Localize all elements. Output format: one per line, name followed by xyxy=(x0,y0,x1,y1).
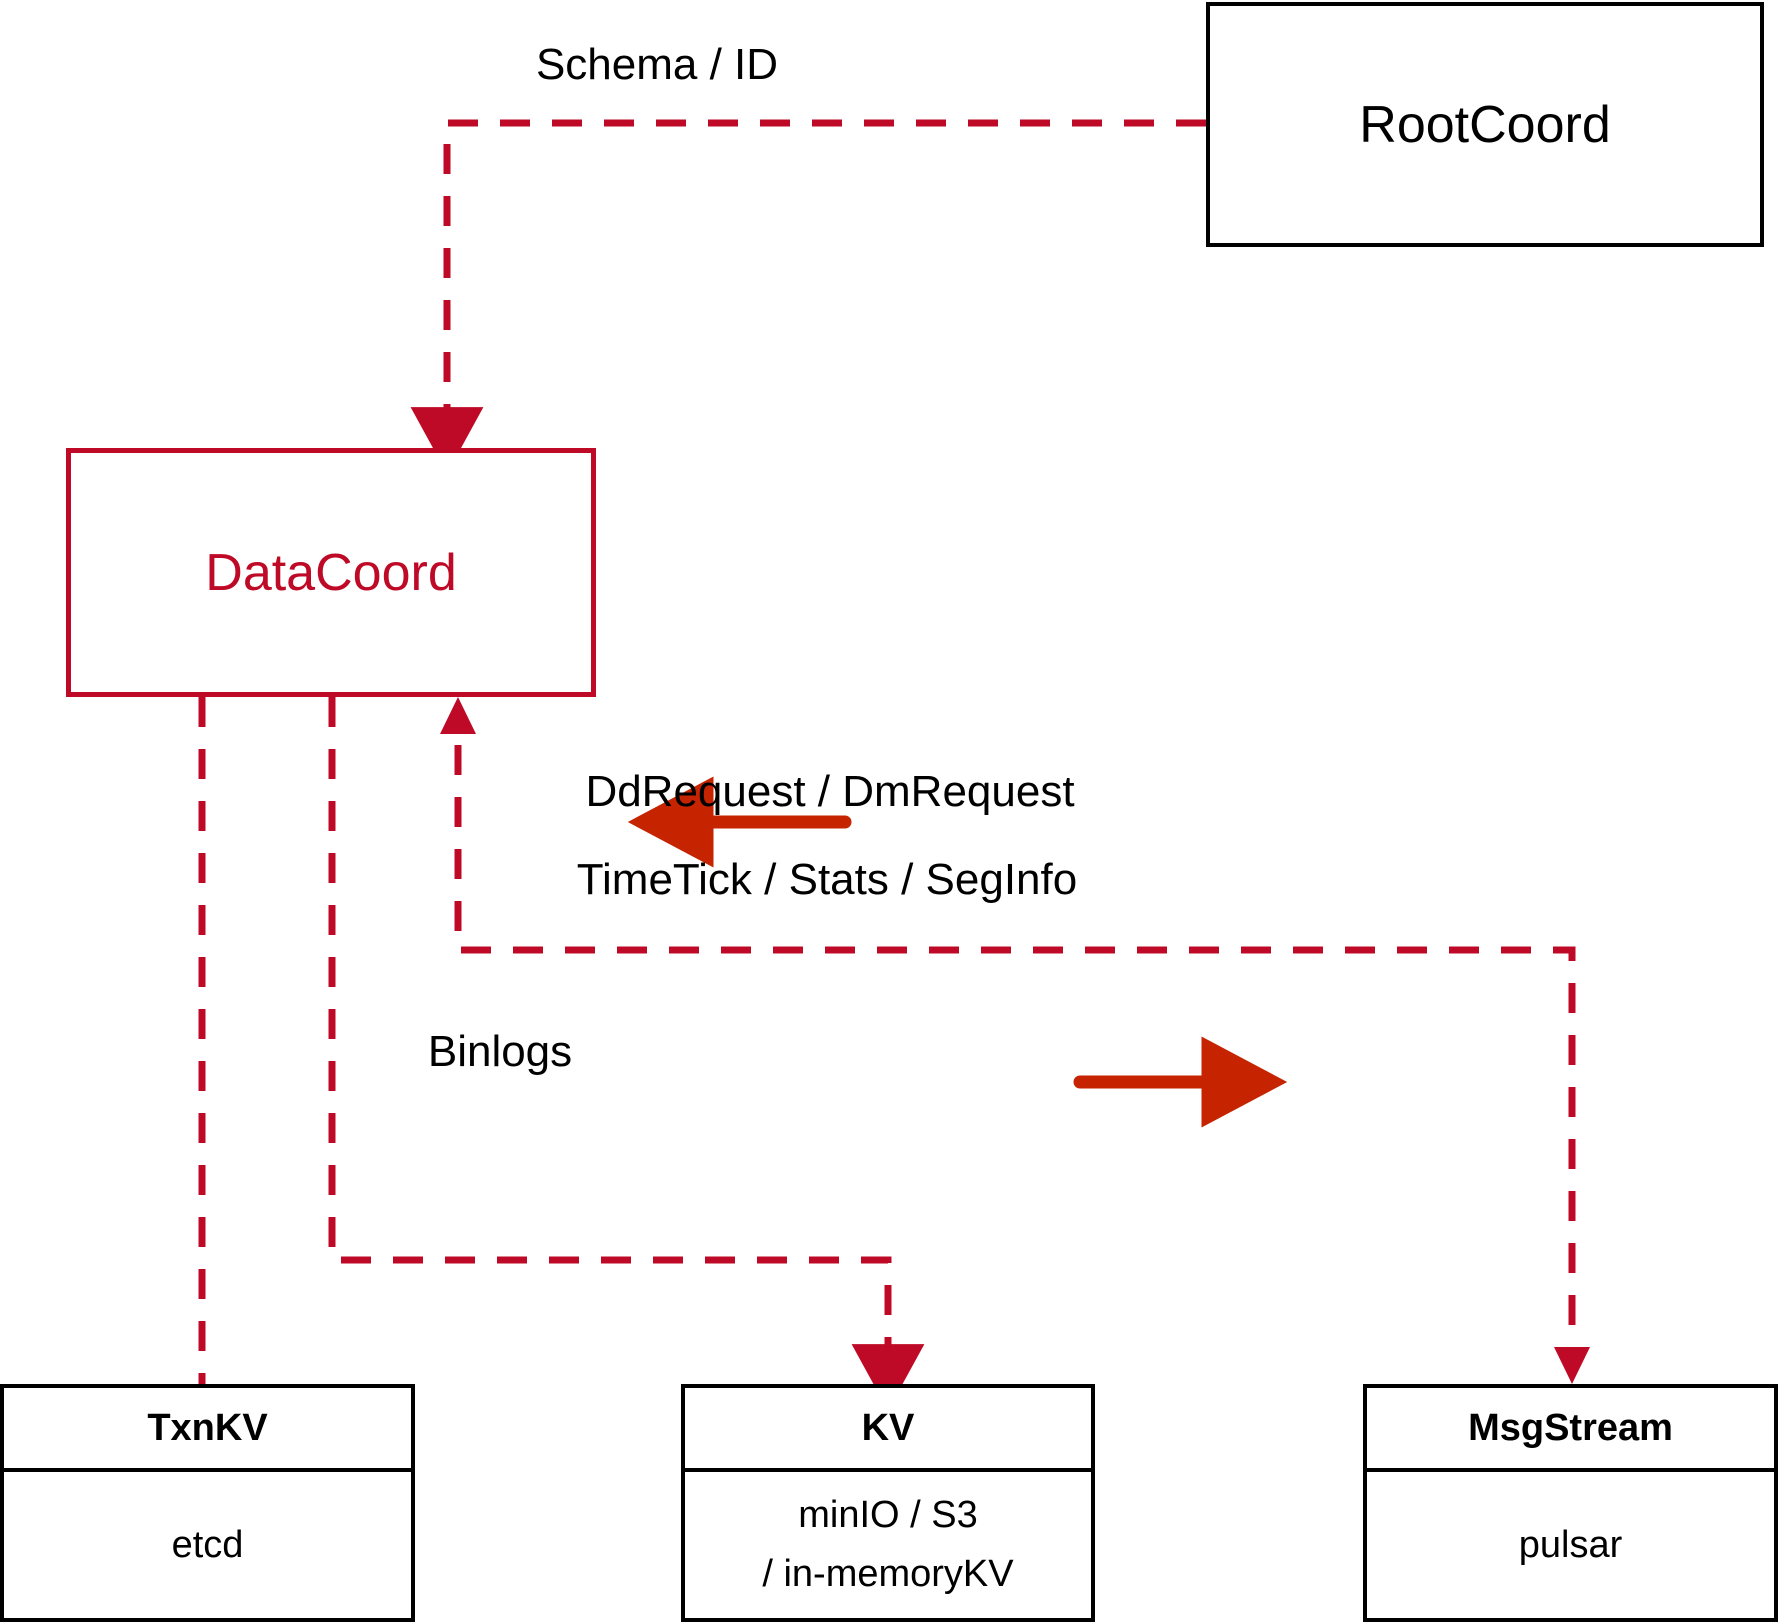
node-datacoord[interactable]: DataCoord xyxy=(66,448,596,697)
node-msgstream-impl-line-1: pulsar xyxy=(1518,1523,1623,1566)
node-kv-impl-line-1: minIO / S3 xyxy=(798,1494,978,1537)
node-rootcoord[interactable]: RootCoord xyxy=(1206,2,1764,247)
edge-label-timetick: TimeTick / Stats / SegInfo xyxy=(576,855,1078,904)
node-kv-impl-line-2: / in-memoryKV xyxy=(762,1553,1014,1595)
node-datacoord-label: DataCoord xyxy=(205,543,457,602)
node-txnkv-title: TxnKV xyxy=(4,1388,411,1472)
edge-schema-id xyxy=(410,119,1206,474)
node-kv-title: KV xyxy=(685,1388,1091,1472)
edge-label-binlogs: Binlogs xyxy=(427,1027,573,1076)
node-msgstream-title: MsgStream xyxy=(1367,1388,1774,1472)
edge-label-schema-id: Schema / ID xyxy=(535,40,779,89)
edge-label-ddrequest: DdRequest / DmRequest xyxy=(585,767,1075,816)
node-msgstream-body: pulsar xyxy=(1367,1472,1774,1618)
node-rootcoord-label: RootCoord xyxy=(1359,95,1611,154)
node-msgstream[interactable]: MsgStream pulsar xyxy=(1363,1384,1778,1622)
node-kv-body: minIO / S3 / in-memoryKV xyxy=(685,1472,1091,1618)
node-kv[interactable]: KV minIO / S3 / in-memoryKV xyxy=(681,1384,1095,1622)
node-txnkv-body: etcd xyxy=(4,1472,411,1618)
node-txnkv[interactable]: TxnKV etcd xyxy=(0,1384,415,1622)
node-txnkv-impl-line-1: etcd xyxy=(171,1523,244,1566)
